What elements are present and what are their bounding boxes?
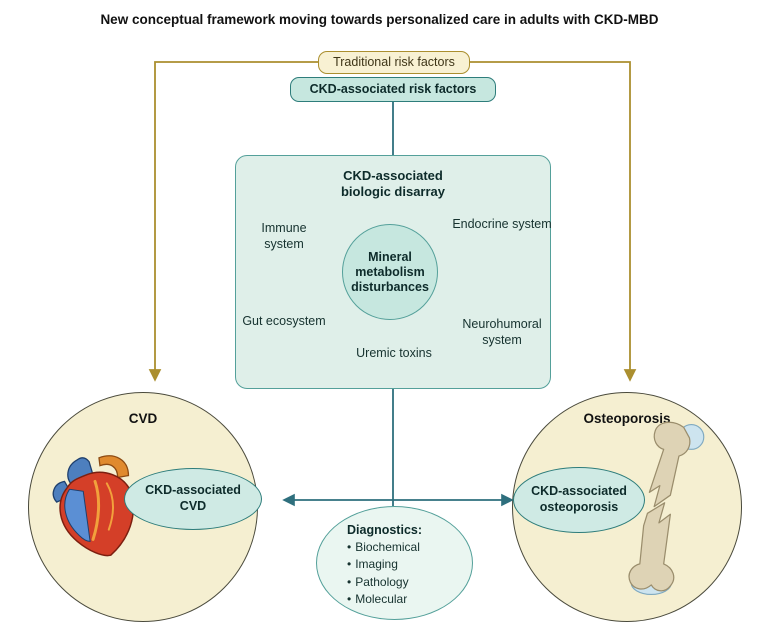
bone-illustration: [628, 421, 705, 596]
immune-system-label: Immune system: [261, 221, 307, 252]
diagram-title: New conceptual framework moving towards …: [100, 12, 659, 27]
mineral-metabolism-circle: Mineral metabolism disturbances: [342, 224, 438, 320]
lower-femur-fragment: [628, 502, 675, 592]
ckd-risk-factors-label: CKD-associated risk factors: [309, 81, 477, 96]
diagnostic-item: •Biochemical: [347, 539, 422, 556]
bullet-icon: •: [347, 557, 352, 572]
ckd-associated-cvd-label: CKD-associated CVD: [145, 483, 241, 513]
coronary-vessel-icon: [91, 479, 101, 541]
diagnostic-item-label: Molecular: [355, 592, 408, 607]
ckd-risk-factors-box: CKD-associated risk factors: [290, 77, 496, 102]
bullet-icon: •: [347, 592, 352, 607]
diagnostic-item: •Molecular: [347, 591, 422, 608]
coronary-vessel-2-icon: [105, 482, 114, 531]
endocrine-system-label: Endocrine system: [452, 217, 552, 231]
biologic-disarray-heading: CKD-associated biologic disarray: [340, 168, 446, 200]
mineral-metabolism-label: Mineral metabolism disturbances: [351, 249, 429, 294]
diagnostic-item-label: Biochemical: [355, 540, 420, 554]
gut-ecosystem-label: Gut ecosystem: [242, 314, 326, 328]
osteoporosis-label: Osteoporosis: [583, 411, 671, 426]
uremic-toxins-label: Uremic toxins: [356, 346, 432, 360]
cvd-label: CVD: [128, 411, 158, 426]
diagnostic-item-label: Imaging: [355, 557, 398, 572]
neurohumoral-system-label: Neurohumoral system: [462, 317, 542, 348]
diagnostic-item: •Pathology: [347, 574, 422, 591]
diagnostics-content: Diagnostics: •Biochemical •Imaging •Path…: [347, 523, 422, 609]
heart-illustration: [52, 455, 135, 557]
diagnostic-item: •Imaging: [347, 556, 422, 573]
traditional-risk-factors-box: Traditional risk factors: [318, 51, 470, 74]
diagnostic-item-label: Pathology: [355, 574, 409, 589]
upper-femur-fragment: [648, 421, 691, 508]
traditional-risk-factors-label: Traditional risk factors: [333, 54, 455, 69]
bullet-icon: •: [347, 574, 352, 589]
bullet-icon: •: [347, 540, 352, 554]
diagnostics-heading: Diagnostics:: [347, 523, 423, 537]
ckd-associated-cvd-ellipse: CKD-associated CVD: [124, 468, 262, 530]
ckd-associated-osteoporosis-ellipse: CKD-associated osteoporosis: [513, 467, 645, 533]
ckd-associated-osteoporosis-label: CKD-associated osteoporosis: [531, 484, 627, 514]
right-atrium-icon: [64, 488, 91, 542]
diagnostics-ellipse: Diagnostics: •Biochemical •Imaging •Path…: [316, 506, 473, 620]
